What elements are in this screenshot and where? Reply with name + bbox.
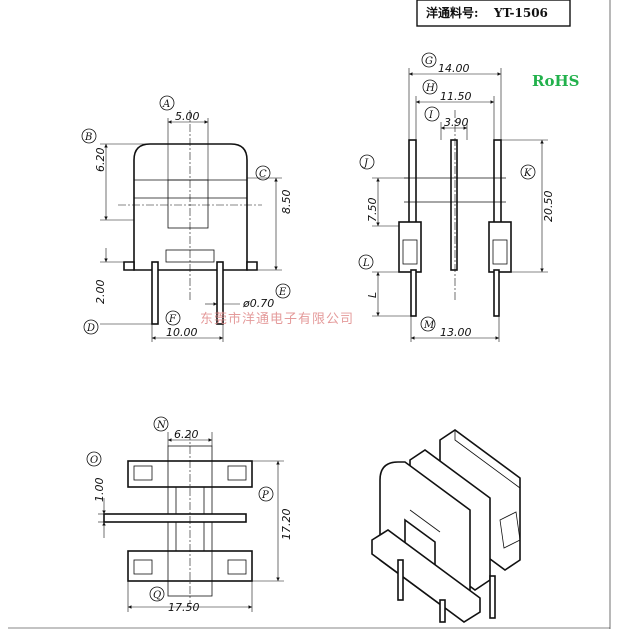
dim-o-value: 1.00 (93, 478, 106, 503)
front-view: 5.00 A 6.20 B 8.50 C 2.00 D ø0.70 E (81, 95, 293, 342)
isometric-view (371, 429, 521, 623)
label-m: M (423, 320, 435, 331)
label-q: Q (153, 590, 161, 601)
front-pin-right (216, 261, 224, 325)
dim-l-value: L (366, 292, 379, 298)
dim-n-value: 6.20 (174, 428, 199, 441)
label-d: D (86, 323, 95, 334)
dim-d-value: 2.00 (94, 280, 107, 305)
label-n: N (156, 420, 167, 431)
dim-e-value: ø0.70 (242, 297, 274, 310)
dim-p-value: 17.20 (280, 509, 293, 541)
side-foot-left (398, 221, 422, 273)
part-number-value: YT-1506 (493, 6, 548, 20)
top-mid-plate (103, 513, 247, 523)
front-body (133, 143, 248, 271)
dim-m-value: 13.00 (440, 326, 472, 339)
label-f: F (168, 314, 177, 325)
dim-b-value: 6.20 (94, 148, 107, 173)
dim-k-value: 20.50 (542, 191, 555, 223)
dim-j-value: 7.50 (366, 198, 379, 223)
label-b: B (84, 132, 92, 143)
dim-f-value: 10.00 (166, 326, 198, 339)
front-pin-left (151, 261, 159, 325)
label-k: K (523, 168, 532, 179)
part-number-label: 洋通料号: (426, 5, 478, 20)
top-view: 6.20 N 1.00 O 17.20 P 17.50 Q (86, 416, 293, 614)
dim-h-value: 11.50 (440, 90, 472, 103)
label-o: O (90, 455, 98, 466)
dim-g-value: 14.00 (438, 62, 470, 75)
dim-c-value: 8.50 (280, 190, 293, 215)
company-watermark: 东莞市洋通电子有限公司 (200, 311, 354, 327)
dim-i-value: 3.90 (444, 116, 469, 129)
label-a-circle (159, 95, 175, 111)
label-i: I (428, 110, 434, 121)
label-p: P (261, 490, 269, 501)
rohs-mark: RoHS (532, 72, 579, 90)
side-view: 14.00 G 11.50 H 3.90 I 7.50 J 20.50 K (358, 52, 555, 342)
dim-a-value: 5.00 (175, 110, 200, 123)
front-window (167, 179, 209, 229)
label-a: A (162, 99, 170, 110)
dim-q-value: 17.50 (168, 601, 200, 614)
label-c: C (259, 169, 267, 180)
label-e: E (278, 287, 287, 298)
part-number-box: 洋通料号: YT-1506 (416, 0, 571, 27)
label-h: H (425, 83, 435, 94)
label-g: G (425, 56, 433, 67)
label-j: J (362, 158, 369, 169)
side-foot-right (488, 221, 512, 273)
label-l: L (362, 258, 370, 269)
